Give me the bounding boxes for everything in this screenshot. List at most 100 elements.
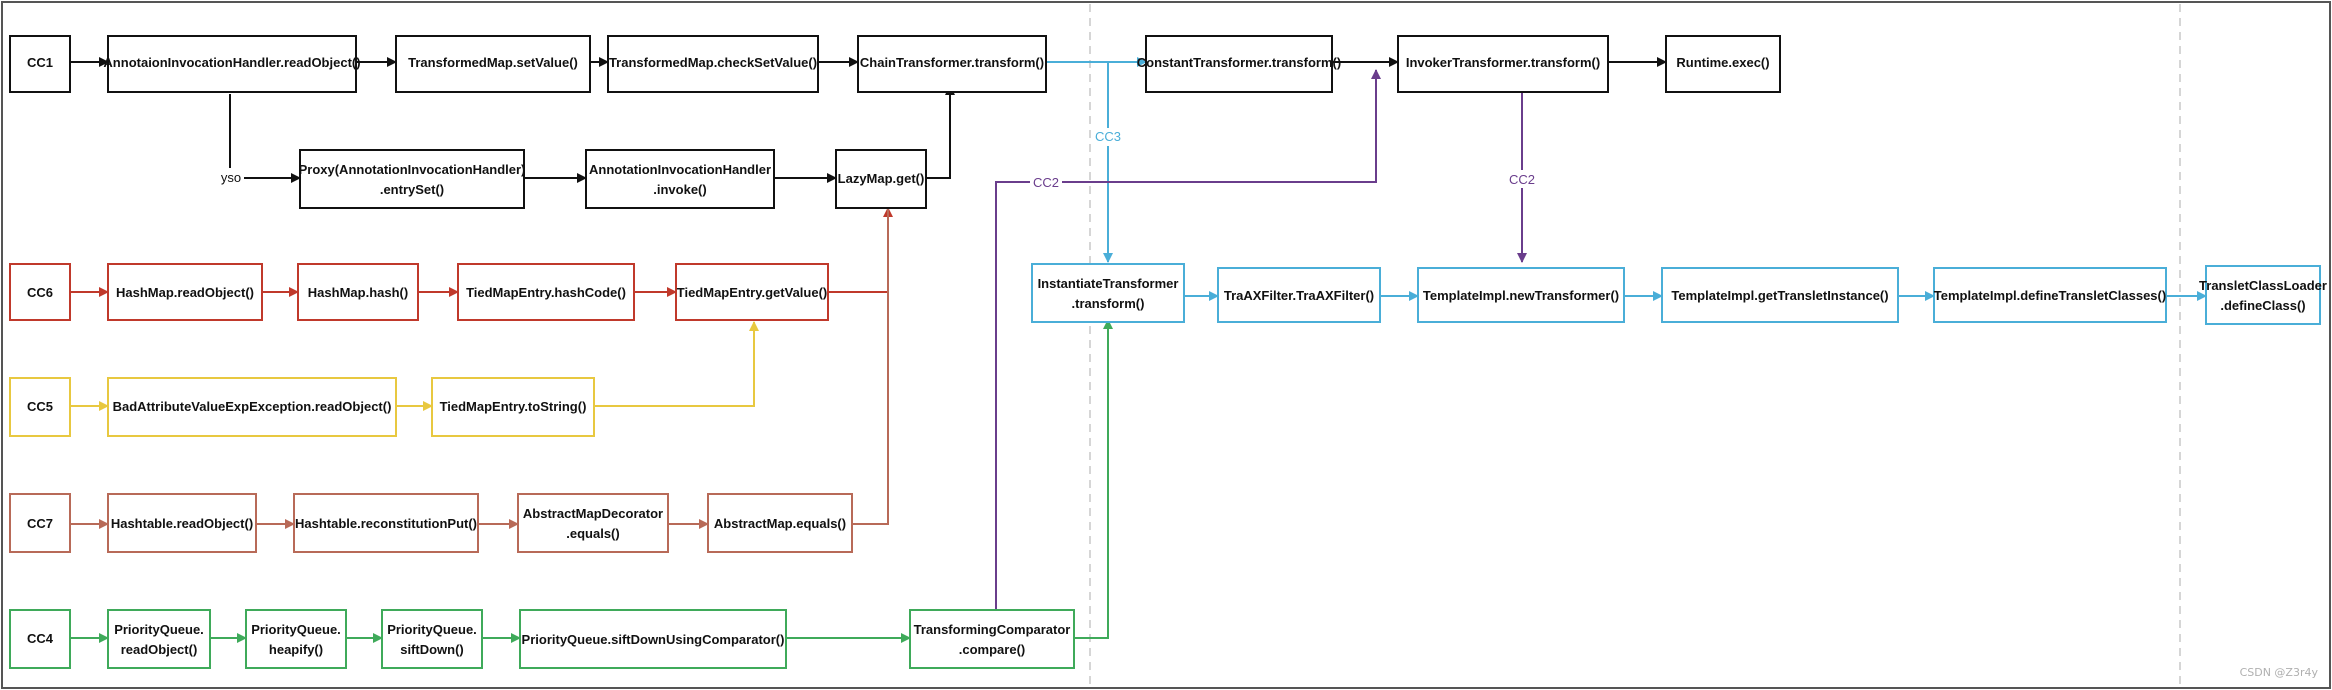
svg-text:Runtime.exec(): Runtime.exec() bbox=[1676, 55, 1769, 70]
node-runtime-exec: Runtime.exec() bbox=[1665, 35, 1781, 93]
node-tiedmapentry-getvalue: TiedMapEntry.getValue() bbox=[675, 263, 829, 321]
svg-text:.equals(): .equals() bbox=[566, 526, 619, 541]
node-templatesimpl-newtransformer: TemplateImpl.newTransformer() bbox=[1417, 267, 1625, 323]
svg-text:CC7: CC7 bbox=[27, 516, 53, 531]
node-hashtable-readobject: Hashtable.readObject() bbox=[107, 493, 257, 553]
svg-text:ChainTransformer.transform(): ChainTransformer.transform() bbox=[860, 55, 1044, 70]
node-cc5: CC5 bbox=[9, 377, 71, 437]
node-transformedmap-checksetvalue: TransformedMap.checkSetValue() bbox=[607, 35, 819, 93]
node-cc1: CC1 bbox=[9, 35, 71, 93]
svg-text:.entrySet(): .entrySet() bbox=[380, 182, 444, 197]
node-transformedmap-setvalue: TransformedMap.setValue() bbox=[395, 35, 591, 93]
node-cc4: CC4 bbox=[9, 609, 71, 669]
edge-cc2-left bbox=[995, 69, 1381, 612]
node-proxy-entryset: Proxy(AnnotationInvocationHandler) .entry… bbox=[299, 149, 526, 209]
svg-text:TraAXFilter.TraAXFilter(): TraAXFilter.TraAXFilter() bbox=[1224, 288, 1374, 303]
yso-label-bg bbox=[218, 168, 244, 186]
node-transformingcomparator-compare: TransformingComparator .compare() bbox=[909, 609, 1075, 669]
svg-text:HashMap.readObject(): HashMap.readObject() bbox=[116, 285, 254, 300]
label-cc3: CC3 bbox=[1095, 129, 1121, 144]
node-annotation-readobject: AnnotaionInvocationHandler.readObject() bbox=[103, 35, 361, 93]
edge-lazymap-chaintransformer bbox=[926, 85, 955, 179]
svg-text:BadAttributeValueExpException.: BadAttributeValueExpException.readObject… bbox=[113, 399, 392, 414]
svg-text:TiedMapEntry.getValue(): TiedMapEntry.getValue() bbox=[677, 285, 828, 300]
svg-text:CC5: CC5 bbox=[27, 399, 53, 414]
svg-text:PriorityQueue.: PriorityQueue. bbox=[251, 622, 341, 637]
svg-text:TemplateImpl.getTransletInstan: TemplateImpl.getTransletInstance() bbox=[1671, 288, 1888, 303]
node-priorityqueue-heapify: PriorityQueue. heapify() bbox=[245, 609, 347, 669]
edge-tostring-getvalue bbox=[594, 321, 759, 407]
svg-text:Hashtable.reconstitutionPut(): Hashtable.reconstitutionPut() bbox=[295, 516, 477, 531]
svg-text:PriorityQueue.: PriorityQueue. bbox=[114, 622, 204, 637]
node-priorityqueue-readobject: PriorityQueue. readObject() bbox=[107, 609, 211, 669]
svg-text:AnnotaionInvocationHandler.rea: AnnotaionInvocationHandler.readObject() bbox=[103, 55, 360, 70]
cc3-label-bg bbox=[1092, 128, 1124, 146]
svg-text:Proxy(AnnotationInvocationHand: Proxy(AnnotationInvocationHandler) bbox=[299, 162, 526, 177]
cc2-right-label-bg bbox=[1506, 170, 1538, 188]
svg-text:readObject(): readObject() bbox=[121, 642, 198, 657]
node-constanttransformer-transform: ConstantTransformer.transform() bbox=[1137, 35, 1341, 93]
edges bbox=[70, 57, 2207, 643]
node-abstractmapdecorator-equals: AbstractMapDecorator .equals() bbox=[517, 493, 669, 553]
node-abstractmap-equals: AbstractMap.equals() bbox=[707, 493, 853, 553]
node-traxfilter: TraAXFilter.TraAXFilter() bbox=[1217, 267, 1381, 323]
svg-text:TiedMapEntry.toString(): TiedMapEntry.toString() bbox=[440, 399, 587, 414]
edge-transforming-instantiate bbox=[1074, 319, 1113, 639]
watermark: CSDN @Z3r4y bbox=[2240, 666, 2319, 679]
svg-text:Hashtable.readObject(): Hashtable.readObject() bbox=[111, 516, 253, 531]
node-hashmap-hash: HashMap.hash() bbox=[297, 263, 419, 321]
svg-text:AbstractMap.equals(): AbstractMap.equals() bbox=[714, 516, 846, 531]
node-templatesimpl-gettransletinstance: TemplateImpl.getTransletInstance() bbox=[1661, 267, 1899, 323]
svg-text:.compare(): .compare() bbox=[959, 642, 1025, 657]
svg-text:AbstractMapDecorator: AbstractMapDecorator bbox=[523, 506, 663, 521]
node-instantiatetransformer-transform: InstantiateTransformer .transform() bbox=[1031, 263, 1185, 323]
node-invokertransformer-transform: InvokerTransformer.transform() bbox=[1397, 35, 1609, 93]
node-chaintransformer-transform: ChainTransformer.transform() bbox=[857, 35, 1047, 93]
svg-text:TiedMapEntry.hashCode(): TiedMapEntry.hashCode() bbox=[466, 285, 626, 300]
node-badattribute-readobject: BadAttributeValueExpException.readObject… bbox=[107, 377, 397, 437]
node-hashmap-readobject: HashMap.readObject() bbox=[107, 263, 263, 321]
node-priorityqueue-siftdownusingcomparator: PriorityQueue.siftDownUsingComparator() bbox=[519, 609, 787, 669]
svg-text:LazyMap.get(): LazyMap.get() bbox=[838, 171, 925, 186]
svg-text:CC1: CC1 bbox=[27, 55, 53, 70]
svg-text:heapify(): heapify() bbox=[269, 642, 323, 657]
svg-text:CC6: CC6 bbox=[27, 285, 53, 300]
edge-labels: yso CC3 CC2 CC2 bbox=[218, 128, 1538, 191]
node-tiedmapentry-tostring: TiedMapEntry.toString() bbox=[431, 377, 595, 437]
nodes: CC1 AnnotaionInvocationHandler.readObjec… bbox=[9, 35, 2327, 669]
svg-text:.defineClass(): .defineClass() bbox=[2220, 298, 2305, 313]
label-cc2-right: CC2 bbox=[1509, 172, 1535, 187]
node-tiedmapentry-hashcode: TiedMapEntry.hashCode() bbox=[457, 263, 635, 321]
node-cc6: CC6 bbox=[9, 263, 71, 321]
svg-text:.transform(): .transform() bbox=[1072, 296, 1145, 311]
svg-text:TransletClassLoader: TransletClassLoader bbox=[2199, 278, 2327, 293]
label-yso: yso bbox=[221, 170, 241, 185]
svg-text:PriorityQueue.: PriorityQueue. bbox=[387, 622, 477, 637]
node-priorityqueue-siftdown: PriorityQueue. siftDown() bbox=[381, 609, 483, 669]
node-transletclassloader-defineclass: TransletClassLoader .defineClass() bbox=[2199, 265, 2327, 325]
node-hashtable-reconstitutionput: Hashtable.reconstitutionPut() bbox=[293, 493, 479, 553]
svg-text:TemplateImpl.newTransformer(): TemplateImpl.newTransformer() bbox=[1423, 288, 1619, 303]
svg-text:AnnotationInvocationHandler: AnnotationInvocationHandler bbox=[589, 162, 771, 177]
cc2-left-label-bg bbox=[1030, 173, 1062, 191]
svg-text:PriorityQueue.siftDownUsingCom: PriorityQueue.siftDownUsingComparator() bbox=[522, 632, 785, 647]
edge-getvalue-lazymap bbox=[828, 207, 893, 293]
svg-text:InvokerTransformer.transform(): InvokerTransformer.transform() bbox=[1406, 55, 1600, 70]
node-templatesimpl-definetransletclasses: TemplateImpl.defineTransletClasses() bbox=[1933, 267, 2167, 323]
svg-text:ConstantTransformer.transform(: ConstantTransformer.transform() bbox=[1137, 55, 1341, 70]
edge-abstractmap-lazymap bbox=[852, 208, 889, 525]
node-lazymap-get: LazyMap.get() bbox=[835, 149, 927, 209]
svg-text:TransformingComparator: TransformingComparator bbox=[914, 622, 1071, 637]
svg-text:.invoke(): .invoke() bbox=[653, 182, 706, 197]
svg-text:siftDown(): siftDown() bbox=[400, 642, 464, 657]
svg-text:TransformedMap.checkSetValue(): TransformedMap.checkSetValue() bbox=[609, 55, 817, 70]
svg-text:TemplateImpl.defineTransletCla: TemplateImpl.defineTransletClasses() bbox=[1934, 288, 2166, 303]
label-cc2-left: CC2 bbox=[1033, 175, 1059, 190]
svg-text:InstantiateTransformer: InstantiateTransformer bbox=[1038, 276, 1179, 291]
svg-text:CC4: CC4 bbox=[27, 631, 54, 646]
node-cc7: CC7 bbox=[9, 493, 71, 553]
node-annotation-invoke: AnnotationInvocationHandler .invoke() bbox=[585, 149, 775, 209]
svg-text:TransformedMap.setValue(): TransformedMap.setValue() bbox=[408, 55, 578, 70]
